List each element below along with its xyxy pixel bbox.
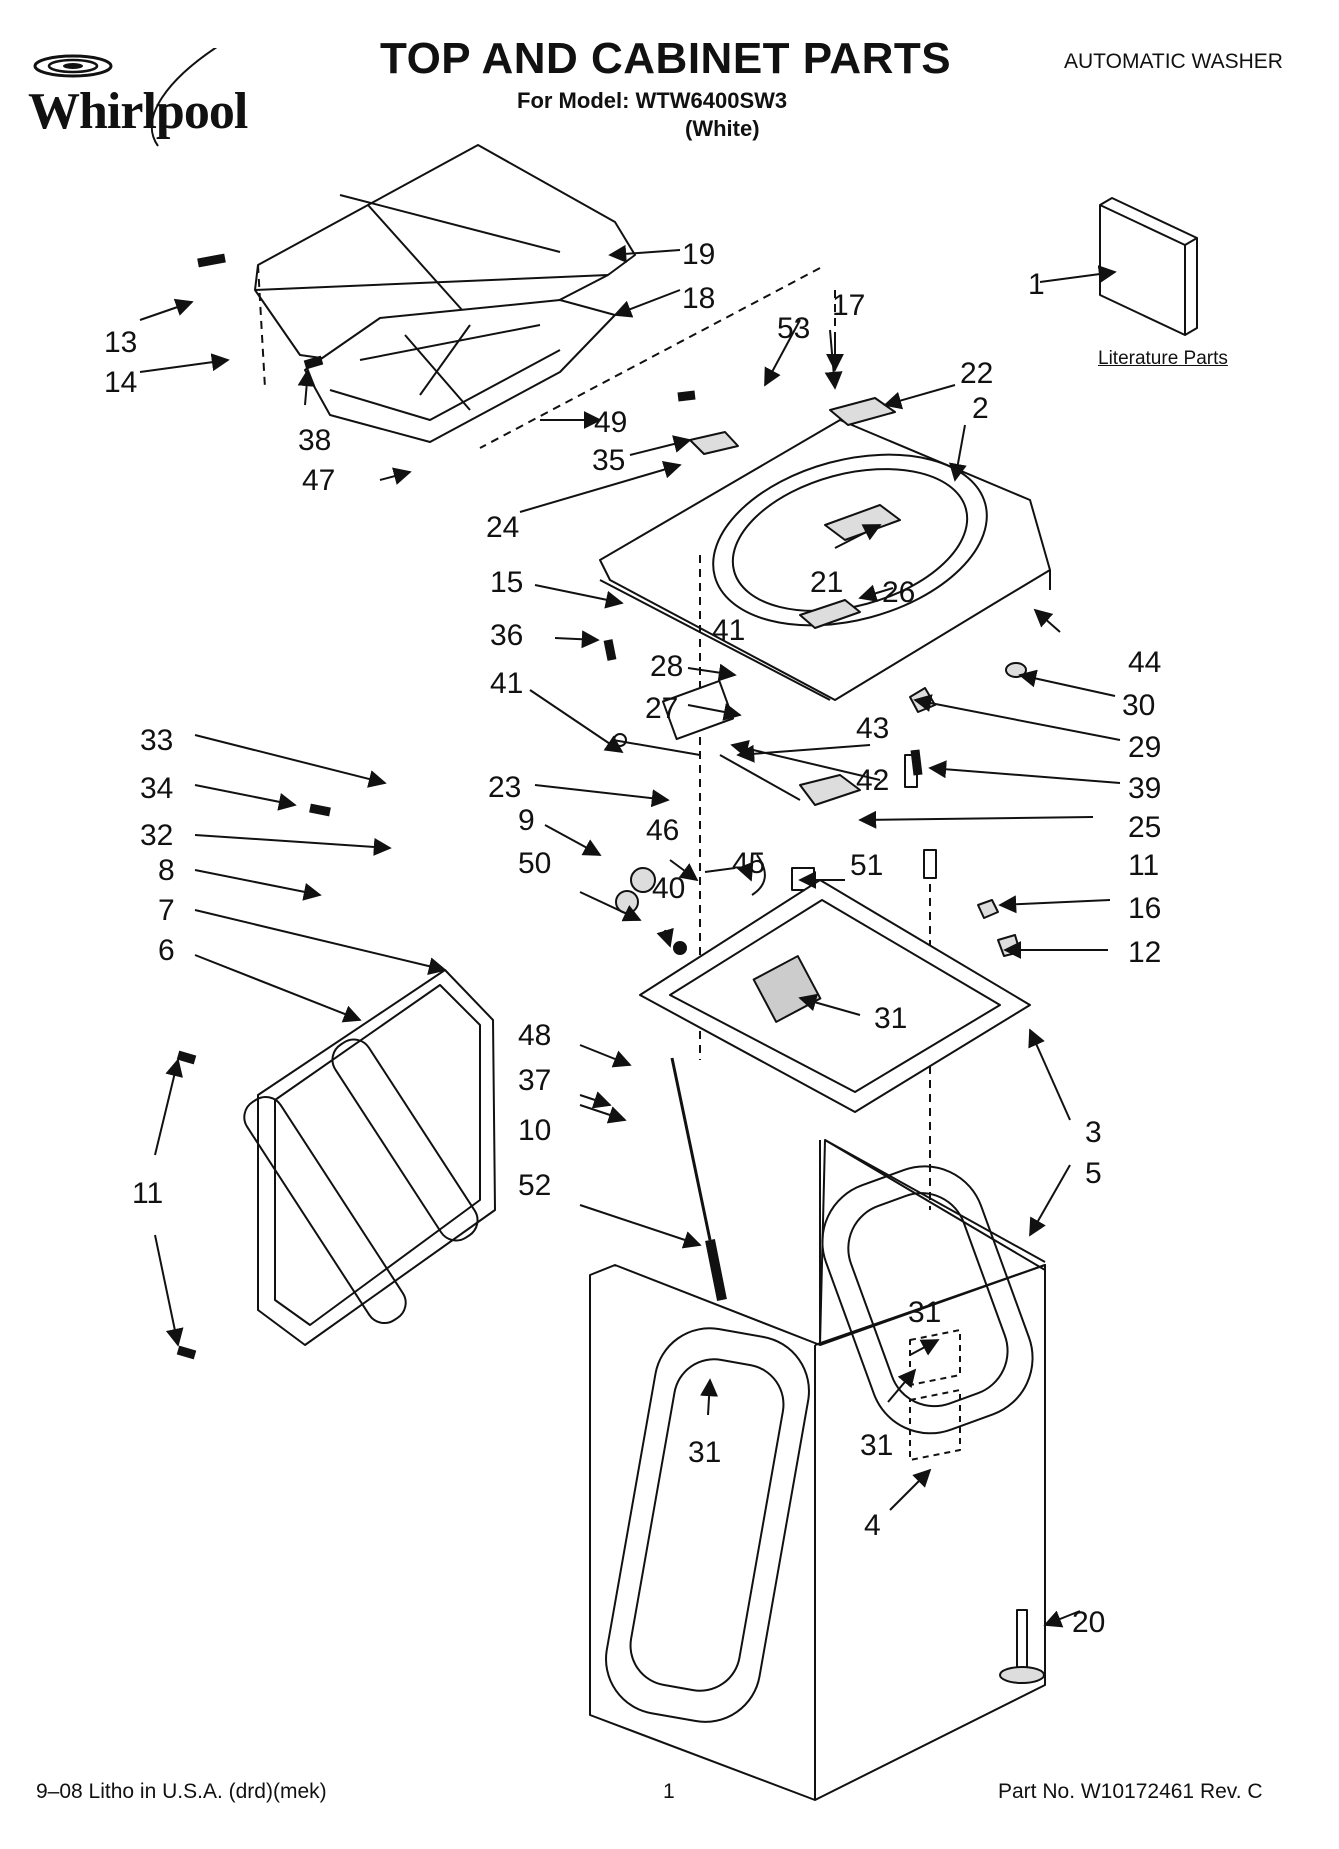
model-line: For Model: WTW6400SW3 <box>517 88 788 113</box>
callout-41-right: 41 <box>712 614 745 647</box>
callout-48: 48 <box>518 1019 551 1052</box>
callout-18: 18 <box>682 282 715 315</box>
callout-25: 25 <box>1128 811 1161 844</box>
leveling-leg <box>999 1609 1045 1684</box>
callout-12: 12 <box>1128 936 1161 969</box>
callout-45: 45 <box>732 847 765 880</box>
callout-15: 15 <box>490 566 523 599</box>
callout-7: 7 <box>158 894 175 927</box>
lid-switch-parts <box>612 662 1027 957</box>
callout-11-right: 11 <box>1128 849 1159 882</box>
hinge-bracket-right <box>829 397 896 426</box>
callout-53: 53 <box>777 312 810 345</box>
callout-44: 44 <box>1128 646 1161 679</box>
callout-52: 52 <box>518 1169 551 1202</box>
logo-swirl-icon <box>33 48 218 147</box>
callout-14: 14 <box>104 366 137 399</box>
callout-33: 33 <box>140 724 173 757</box>
lid-frame <box>304 299 616 443</box>
callout-22: 22 <box>960 357 993 390</box>
top-panel <box>599 419 1051 701</box>
callout-8: 8 <box>158 854 175 887</box>
callout-36: 36 <box>490 619 523 652</box>
callout-31-cabinet-side: 31 <box>860 1429 893 1462</box>
callout-40: 40 <box>652 872 685 905</box>
callout-19: 19 <box>682 238 715 271</box>
callout-6: 6 <box>158 934 175 967</box>
callout-37: 37 <box>518 1064 551 1097</box>
callout-5: 5 <box>1085 1157 1102 1190</box>
lid-assembly <box>254 144 636 373</box>
rear-panel <box>243 969 496 1346</box>
callout-46: 46 <box>646 814 679 847</box>
cabinet-top-frame <box>639 879 1031 1113</box>
page-title: TOP AND CABINET PARTS <box>380 34 952 83</box>
callout-38: 38 <box>298 424 331 457</box>
callout-10: 10 <box>518 1114 551 1147</box>
callout-49: 49 <box>594 406 627 439</box>
color-line: (White) <box>685 116 760 141</box>
callout-31-cabinet-inner: 31 <box>908 1296 941 1329</box>
callout-1: 1 <box>1028 268 1045 301</box>
callout-arrows <box>139 244 1121 1628</box>
callout-24: 24 <box>486 511 519 544</box>
callout-26: 26 <box>882 576 915 609</box>
callout-35: 35 <box>592 444 625 477</box>
callout-51: 51 <box>850 849 883 882</box>
callout-34: 34 <box>140 772 173 805</box>
cabinet <box>589 1139 1046 1801</box>
brand-name: Whirlpool <box>28 83 248 140</box>
callout-39: 39 <box>1128 772 1161 805</box>
callout-16: 16 <box>1128 892 1161 925</box>
callout-42: 42 <box>856 764 889 797</box>
literature-book <box>1099 197 1198 336</box>
literature-parts-label: Literature Parts <box>1098 348 1228 369</box>
screws <box>176 253 923 1360</box>
callout-17: 17 <box>832 289 865 322</box>
hinge-bracket-left <box>689 431 739 455</box>
whirlpool-logo: Whirlpool <box>18 48 268 158</box>
callout-27: 27 <box>645 692 678 725</box>
callout-13: 13 <box>104 326 137 359</box>
callout-2: 2 <box>972 392 989 425</box>
footer-litho: 9–08 Litho in U.S.A. (drd)(mek) <box>36 1780 327 1803</box>
callout-23: 23 <box>488 771 521 804</box>
callout-50: 50 <box>518 847 551 880</box>
callout-labels: 1 2 3 4 5 6 7 8 9 10 11 11 12 13 14 15 1… <box>104 238 1161 1639</box>
callout-43: 43 <box>856 712 889 745</box>
callout-3: 3 <box>1085 1116 1102 1149</box>
callout-29: 29 <box>1128 731 1161 764</box>
callout-21: 21 <box>810 566 843 599</box>
callout-47: 47 <box>302 464 335 497</box>
callout-4: 4 <box>864 1509 881 1542</box>
callout-11-left: 11 <box>132 1177 163 1210</box>
callout-31-cabinet-front: 31 <box>688 1436 721 1469</box>
footer-page-number: 1 <box>663 1780 675 1803</box>
callout-9: 9 <box>518 804 535 837</box>
callout-30: 30 <box>1122 689 1155 722</box>
callout-20: 20 <box>1072 1606 1105 1639</box>
callout-32: 32 <box>140 819 173 852</box>
footer-part-number: Part No. W10172461 Rev. C <box>998 1780 1263 1803</box>
callout-41-left: 41 <box>490 667 523 700</box>
callout-28: 28 <box>650 650 683 683</box>
appliance-category: AUTOMATIC WASHER <box>1064 50 1283 73</box>
callout-31-frame: 31 <box>874 1002 907 1035</box>
